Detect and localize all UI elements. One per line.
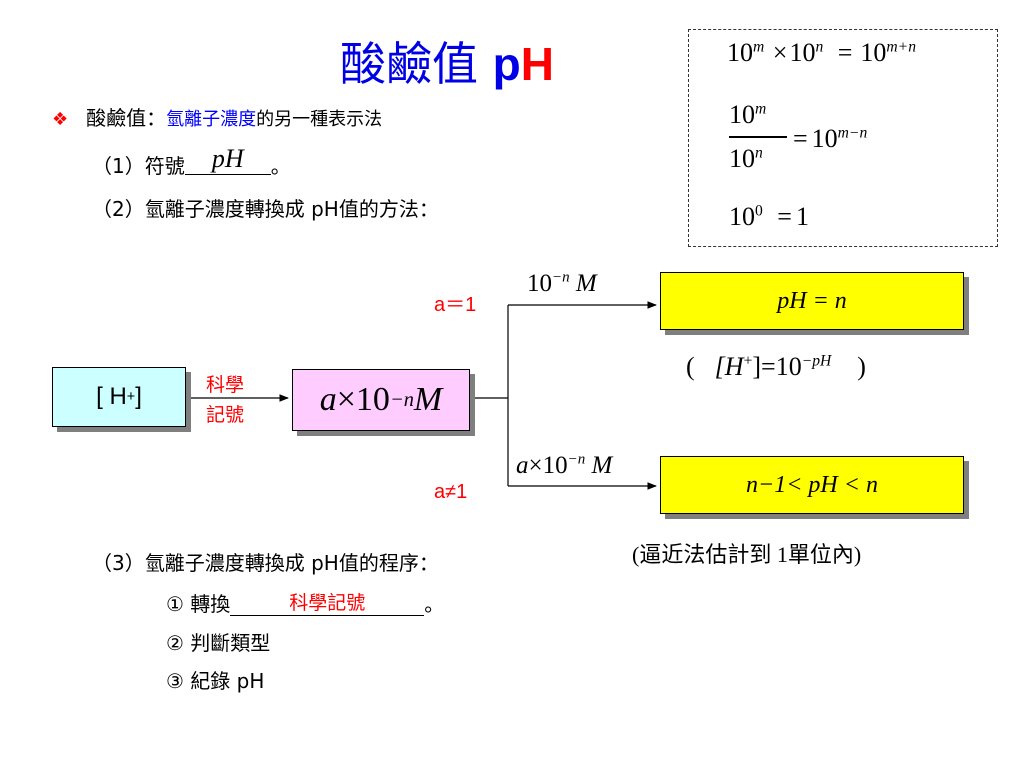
formula-product-rule: 10m ×10n =10m+n <box>727 38 916 67</box>
title-main: 酸鹼值 <box>340 37 478 91</box>
step-3-record: ③ 紀錄 pH <box>166 669 265 693</box>
item-2-method: （2）氫離子濃度轉換成 pH值的方法： <box>92 197 439 221</box>
title-h: H <box>520 38 554 90</box>
result-2-note: (逼近法估計到 1單位內) <box>632 542 862 567</box>
formula-quotient-fraction: 10m 10n <box>729 100 787 174</box>
bullet-highlight: 氫離子濃度 <box>166 109 257 130</box>
step-1-blank-answer: 科學記號 <box>230 588 425 616</box>
step-1-prefix: ① 轉換 <box>166 592 231 616</box>
formula-quotient-result: =10m−n <box>793 124 868 153</box>
title-ph: pH <box>493 38 554 90</box>
page-title: 酸鹼值 pH <box>340 28 554 94</box>
case-1-expression: 10−n M <box>527 269 597 297</box>
case-2-label: a≠1 <box>434 481 468 503</box>
case-2-expression: a×10−n M <box>516 451 613 479</box>
step-1-suffix: 。 <box>424 592 445 616</box>
item-1-symbol: （1）符號 pH 。 <box>92 144 291 181</box>
step-2-classify: ② 判斷類型 <box>166 631 271 655</box>
item-3-procedure: （3）氫離子濃度轉換成 pH值的程序： <box>92 551 439 575</box>
formula-zero-exponent: 100 =1 <box>729 202 809 231</box>
bullet-line: ❖ 酸鹼值：氫離子濃度的另一種表示法 <box>52 102 382 131</box>
item-1-blank-answer: pH <box>211 144 244 173</box>
item-1-prefix: （1）符號 <box>92 154 185 178</box>
item-1-suffix: 。 <box>270 154 291 178</box>
sci-notation-label: 科學 記號 <box>206 374 245 426</box>
title-p: p <box>492 38 521 90</box>
result-ph-range-box: n−1< pH < n <box>660 456 964 514</box>
step-1-convert: ① 轉換科學記號。 <box>166 588 444 618</box>
case-1-label: a＝1 <box>434 294 477 316</box>
scientific-notation-box: a×10−n M <box>292 369 470 431</box>
bullet-rest: 的另一種表示法 <box>256 109 383 130</box>
result-1-note: ([H+]=10−pH) <box>686 352 866 381</box>
diamond-bullet-icon: ❖ <box>52 109 69 130</box>
bullet-lead: 酸鹼值： <box>86 106 167 130</box>
hydrogen-ion-box: [ H+ ] <box>52 367 186 427</box>
result-ph-equals-n-box: pH = n <box>660 272 964 330</box>
exponent-rules-box: 10m ×10n =10m+n 10m 10n =10m−n 100 =1 <box>688 29 998 247</box>
